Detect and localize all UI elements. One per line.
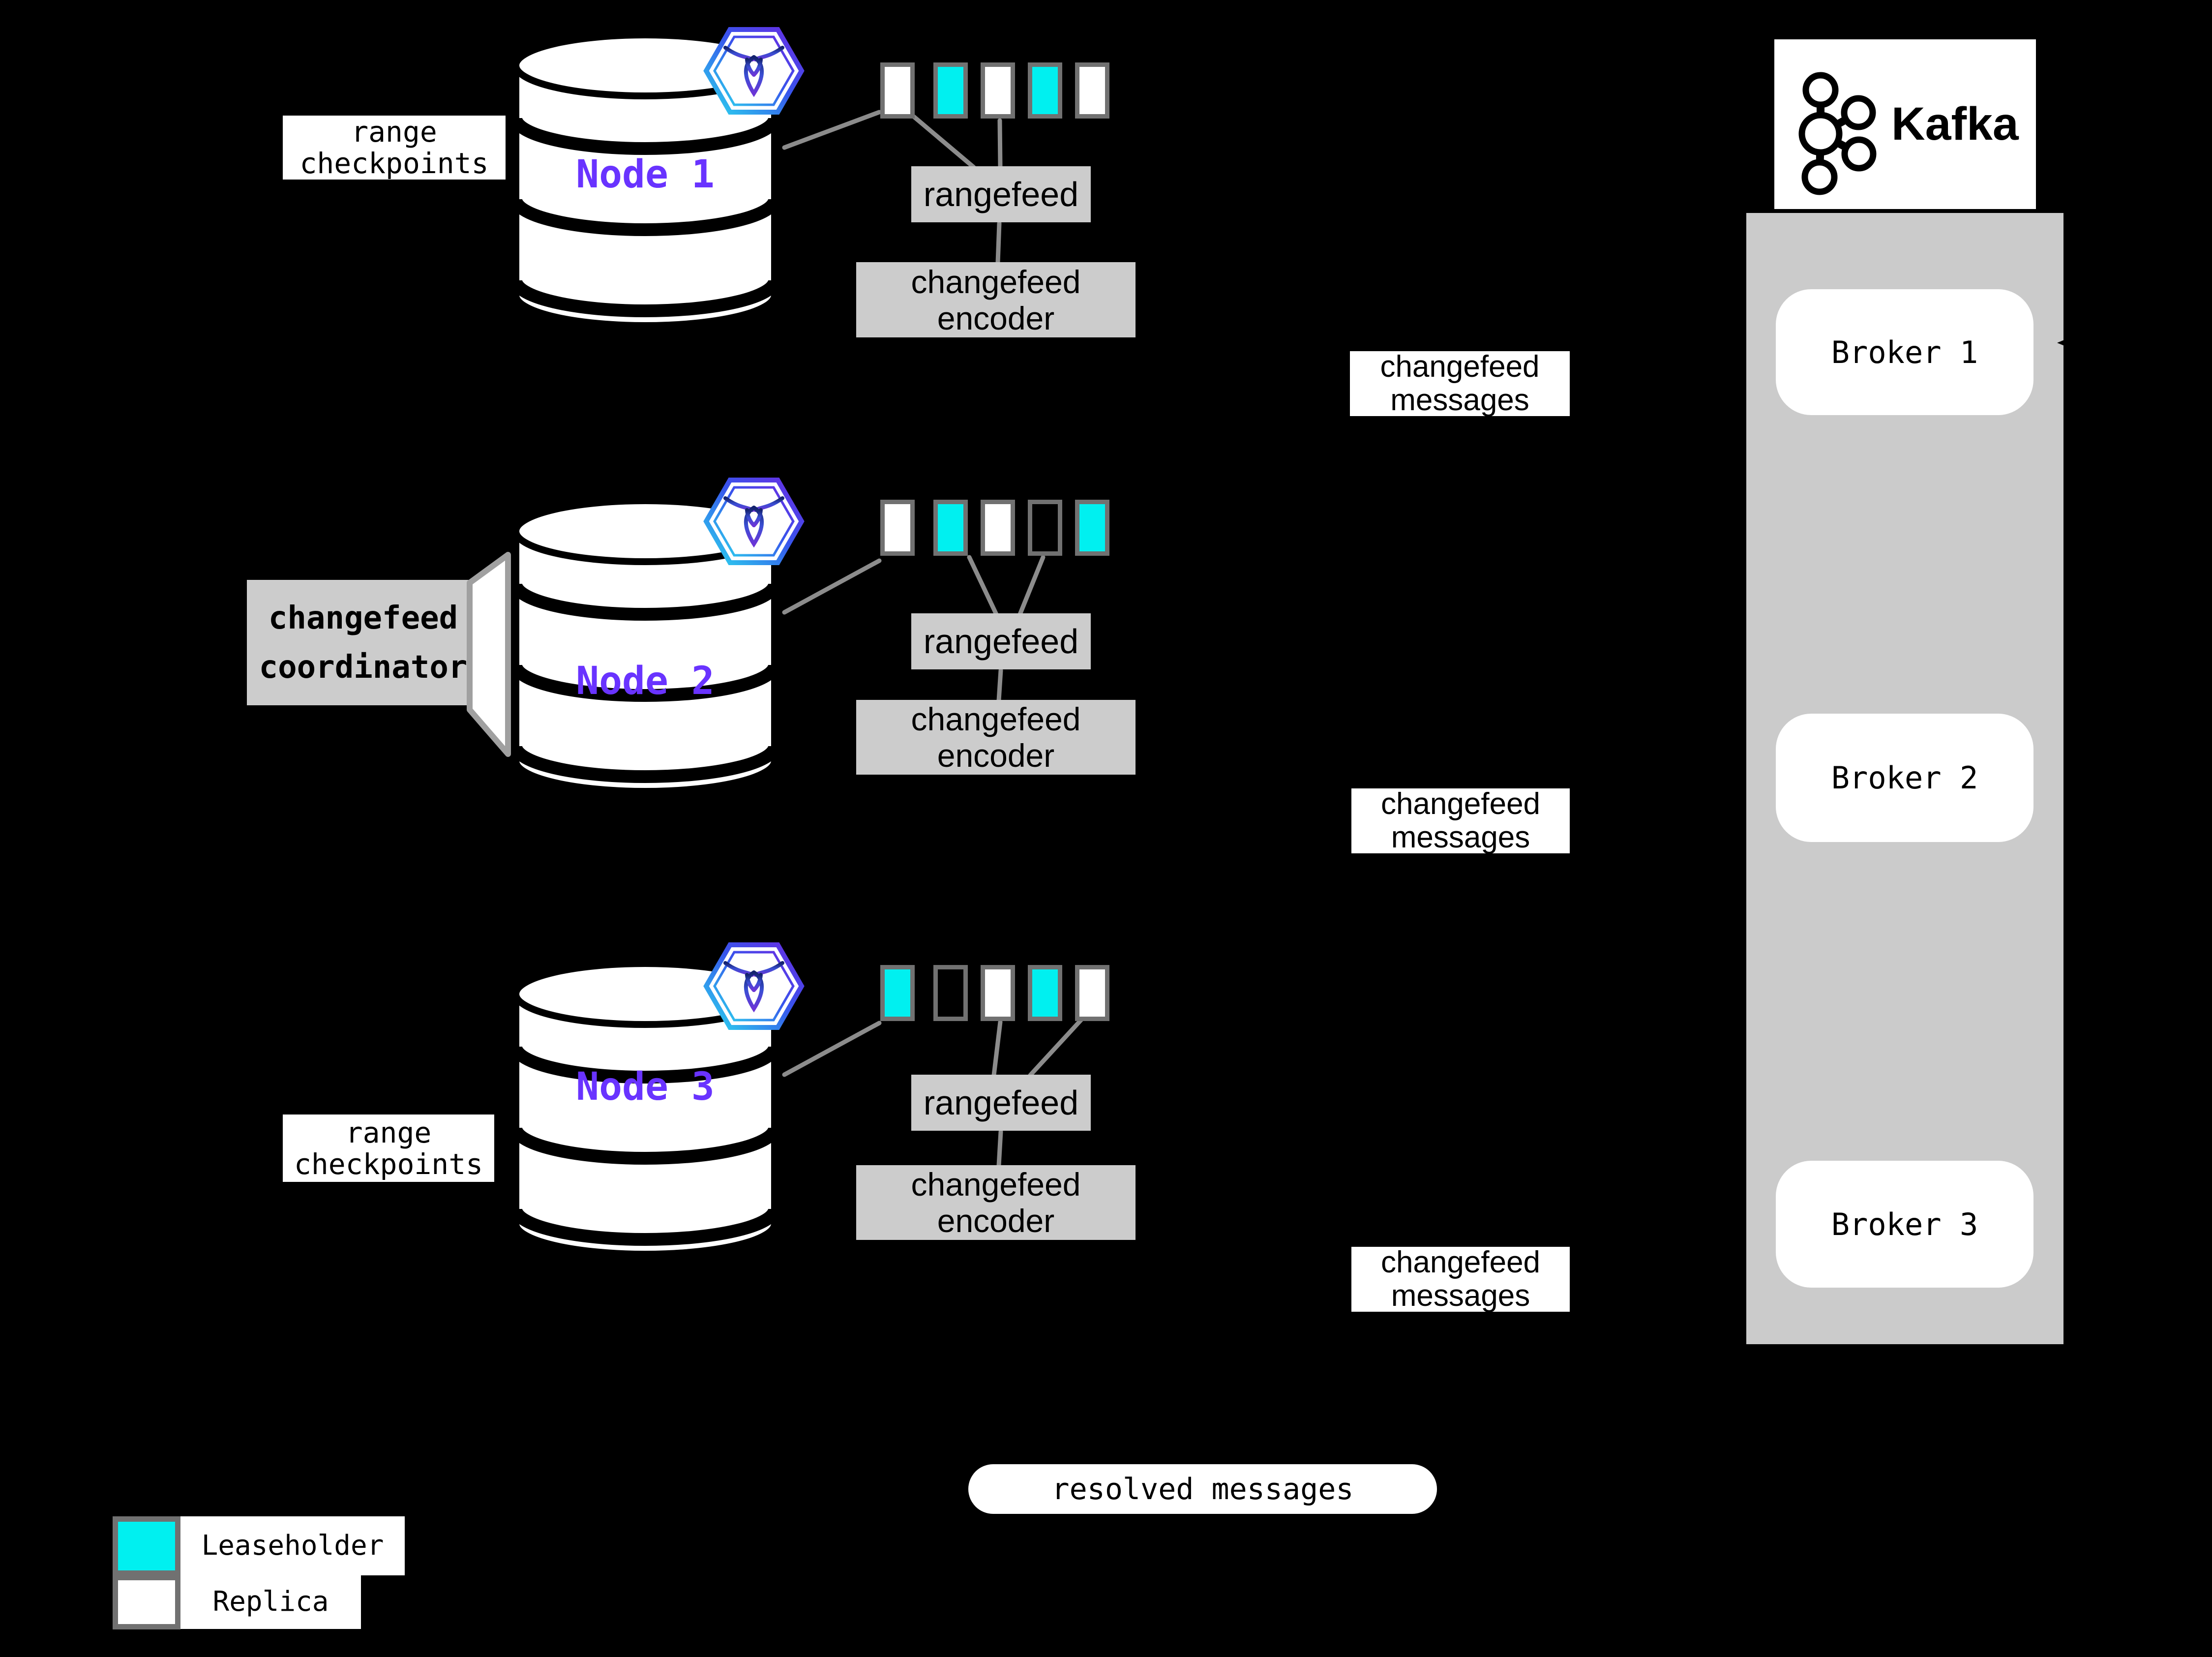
node1-changefeed-encoder-box: changefeed encoder [856,262,1136,337]
kafka-title: Kafka [1891,98,2019,151]
node1-range-3 [981,62,1015,119]
node2-changefeed-encoder-box: changefeed encoder [856,700,1136,775]
node1-range-2 [933,62,968,119]
node3-label: Node 3 [576,1065,715,1109]
encoder-line1: changefeed [911,263,1081,300]
node2-range-2 [933,500,968,556]
legend-replica-label: Replica [180,1575,361,1629]
broker-2: Broker 2 [1776,714,2033,842]
node3-range-5 [1075,965,1109,1021]
kafka-logo-box: Kafka [1774,39,2036,209]
node2-range-5 [1075,500,1109,556]
range-checkpoints-line1: range [345,1115,432,1149]
broker-2-label: Broker 2 [1831,760,1978,796]
coordinator-line2: coordinator [259,649,468,686]
node3-range-4 [1028,965,1062,1021]
coordinator-line1: changefeed [268,600,458,636]
changefeed-coordinator-box: changefeed coordinator [247,580,479,705]
node1-label: Node 1 [576,152,715,197]
rangefeed-label: rangefeed [923,622,1079,661]
broker-3-label: Broker 3 [1831,1206,1978,1242]
node2-cockroachdb-badge [706,480,802,563]
range-checkpoints-line2: checkpoints [299,147,489,180]
messages-line2: messages [1390,383,1529,417]
changefeed-messages-label-2: changefeed messages [1351,787,1570,854]
node2-range-3 [981,500,1015,556]
node1-cockroachdb-badge [706,30,802,112]
range-checkpoints-line2: checkpoints [294,1147,483,1181]
node2-label: Node 2 [576,659,715,703]
encoder-line2: encoder [937,300,1055,336]
node3-range-1 [880,965,915,1021]
node2-range-4 [1028,500,1062,556]
legend-leaseholder-swatch [113,1516,180,1576]
messages-line2: messages [1391,820,1530,854]
node2-cylinder [516,501,775,791]
range-checkpoints-label-bottom: range checkpoints [283,1115,494,1182]
rangefeed-label: rangefeed [923,1083,1079,1122]
resolved-messages-pill: resolved messages [968,1464,1437,1514]
messages-line2: messages [1391,1279,1530,1313]
messages-line1: changefeed [1380,1245,1541,1279]
node1-range-5 [1075,62,1109,119]
range-checkpoints-line1: range [351,115,437,149]
rangefeed-label: rangefeed [923,175,1079,213]
node2-rangefeed-box: rangefeed [911,613,1091,669]
broker-1: Broker 1 [1776,289,2033,415]
node1-range-1 [880,62,915,119]
legend-leaseholder-label: Leaseholder [180,1516,405,1575]
encoder-line1: changefeed [911,1166,1081,1203]
encoder-line2: encoder [937,1203,1055,1239]
broker-3: Broker 3 [1776,1161,2033,1288]
node1-range-4 [1028,62,1062,119]
node3-changefeed-encoder-box: changefeed encoder [856,1165,1136,1240]
node3-cockroachdb-badge [706,945,802,1027]
range-checkpoints-label-top: range checkpoints [283,116,506,180]
node3-range-2 [933,965,968,1021]
node1-rangefeed-box: rangefeed [911,166,1091,222]
node2-range-1 [880,500,915,556]
changefeed-messages-label-3: changefeed messages [1351,1245,1570,1313]
encoder-line2: encoder [937,737,1055,774]
legend-leaseholder-text: Leaseholder [201,1529,384,1562]
broker-1-label: Broker 1 [1831,334,1978,370]
node3-range-3 [981,965,1015,1021]
node3-rangefeed-box: rangefeed [911,1075,1091,1131]
messages-line1: changefeed [1380,787,1541,821]
legend-replica-swatch [113,1575,180,1629]
resolved-messages-label: resolved messages [1051,1472,1354,1506]
messages-line1: changefeed [1380,350,1540,384]
encoder-line1: changefeed [911,701,1081,737]
changefeed-messages-label-1: changefeed messages [1350,350,1570,417]
legend-replica-text: Replica [212,1585,329,1618]
